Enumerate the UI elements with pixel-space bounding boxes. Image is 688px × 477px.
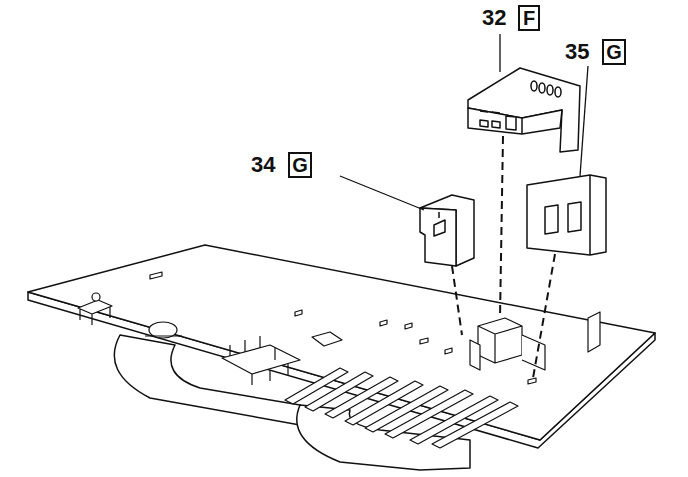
callout-number: 32 [482,5,506,30]
led-window [531,81,537,91]
part-cover [468,68,580,152]
part-bracket [420,208,456,266]
part-plate [527,175,606,255]
circuit-board [28,245,655,440]
callout-letter-box: G [288,152,312,178]
board-component [230,336,275,360]
part-bracket [420,195,474,266]
led-window [539,83,545,93]
led-window [547,85,553,95]
assembly-line [533,254,555,378]
part-cover [468,108,562,134]
board-component [78,300,112,325]
callout-number: 35 [565,39,589,64]
callout-letter: G [606,42,622,62]
part-cover [521,118,523,134]
board-component [588,312,600,352]
part-plate [589,175,591,255]
led-window [555,87,561,97]
part-bracket [434,212,445,236]
board-hole [150,272,536,384]
part-plate [545,202,581,234]
slot-strip [305,372,373,411]
board-component [312,332,342,346]
board-component [470,340,480,370]
board-component [478,318,522,363]
leader-line [340,176,424,210]
board-component [522,335,545,370]
callout-letter-box: G [602,39,626,65]
board-component [92,293,100,301]
part-cover [480,111,516,130]
slot-strip [432,402,518,448]
callout-letter: F [523,8,535,28]
slot-strip [285,368,348,404]
callout-letter: G [292,155,308,175]
callout-letter-box: F [518,5,540,31]
callout-number: 34 [251,152,275,177]
leader-line [499,34,500,72]
leader-line [580,66,588,176]
board-component [252,364,288,385]
board-component [145,335,182,336]
assembly-line [452,266,462,335]
assembly-line [500,136,503,318]
